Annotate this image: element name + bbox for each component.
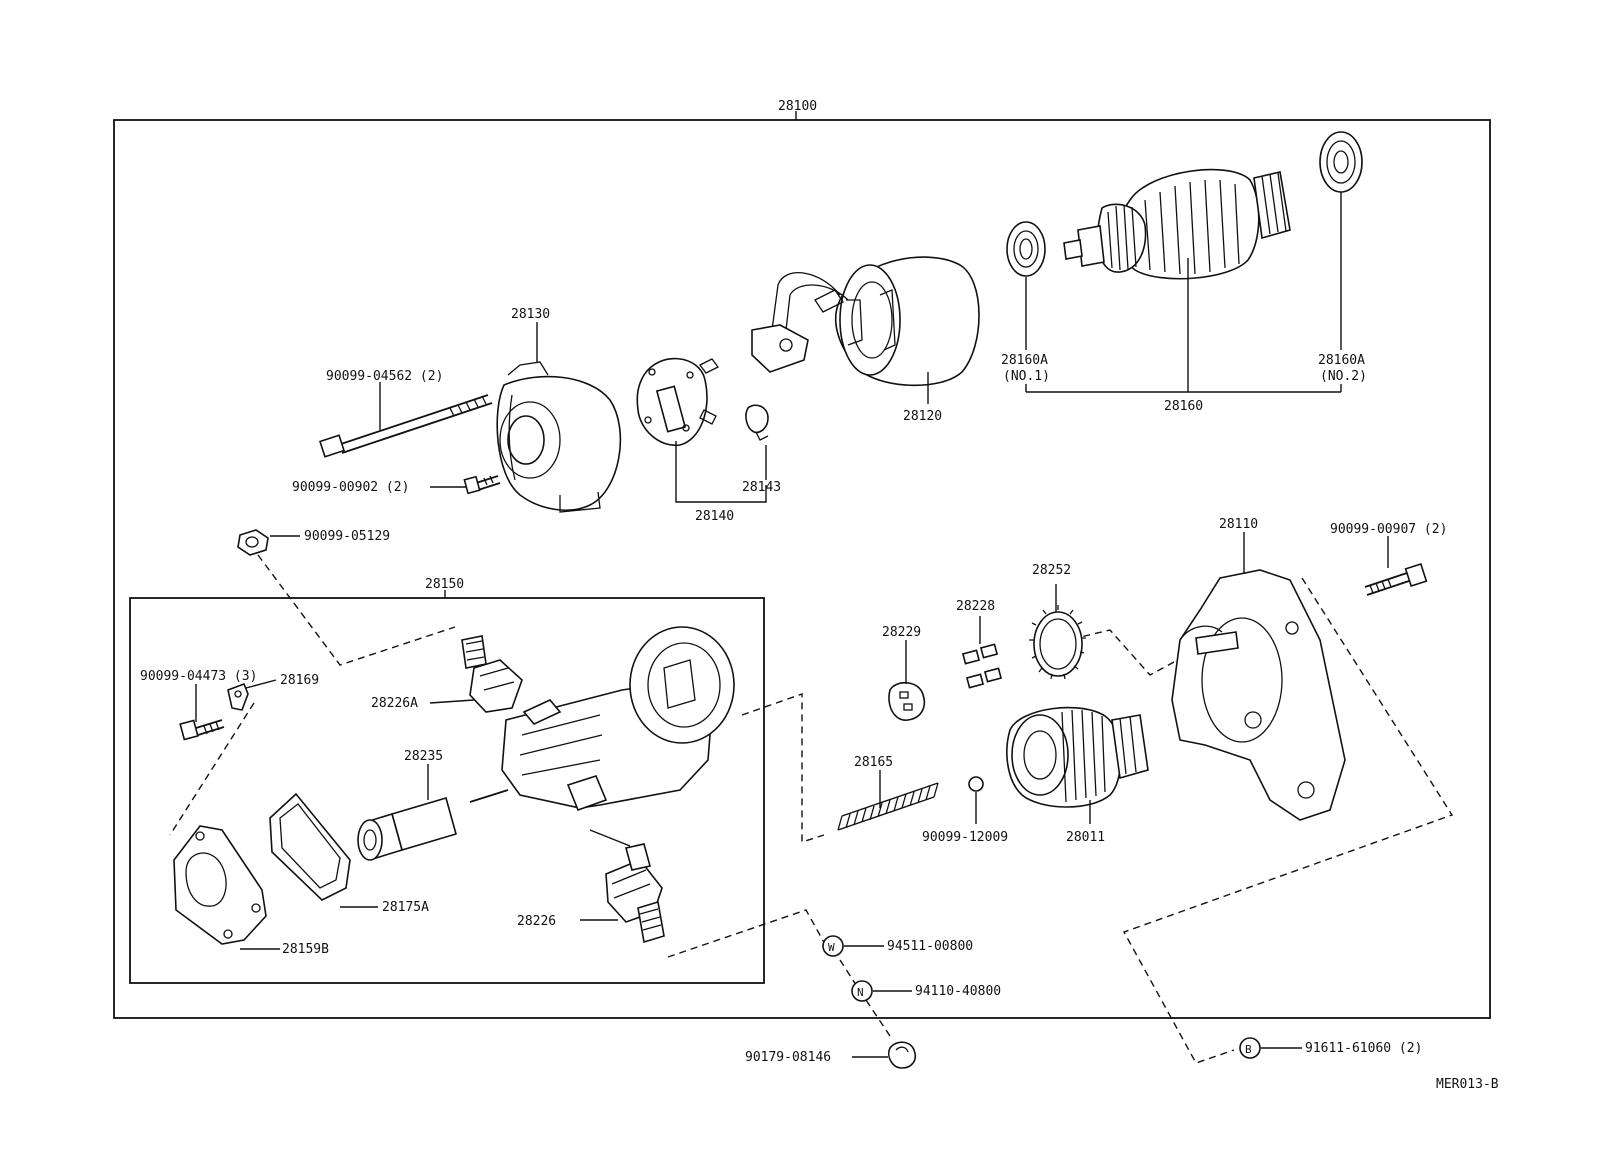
starter-clutch	[1006, 706, 1149, 808]
steel-ball	[968, 776, 984, 792]
label-28228: 28228	[956, 599, 995, 614]
label-28160A-no2-sub: (NO.2)	[1320, 369, 1367, 384]
label-28226A: 28226A	[371, 696, 418, 711]
washer-marker: W	[822, 935, 844, 957]
label-90099-04473: 90099-04473 (3)	[140, 669, 257, 684]
bearing-no1	[1006, 221, 1046, 277]
label-91611-61060: 91611-61060 (2)	[1305, 1041, 1422, 1056]
gasket	[269, 792, 351, 901]
bolt-00907	[1364, 562, 1428, 596]
label-28120: 28120	[903, 409, 942, 424]
label-28160A-no1-sub: (NO.1)	[1003, 369, 1050, 384]
label-28011: 28011	[1066, 830, 1105, 845]
label-28100: 28100	[778, 99, 817, 114]
magnetic-switch-housing	[501, 626, 735, 812]
bolt-marker: B	[1239, 1037, 1261, 1059]
label-90099-00902: 90099-00902 (2)	[292, 480, 409, 495]
label-90099-05129: 90099-05129	[304, 529, 390, 544]
label-28159B: 28159B	[282, 942, 329, 957]
drive-housing	[1171, 569, 1346, 821]
label-28252: 28252	[1032, 563, 1071, 578]
label-28165: 28165	[854, 755, 893, 770]
solenoid-end-cover	[173, 825, 267, 945]
label-28150: 28150	[425, 577, 464, 592]
contact-28226A	[461, 635, 523, 713]
terminal-cap	[887, 1041, 917, 1069]
label-28169: 28169	[280, 673, 319, 688]
contact-28226	[589, 829, 665, 944]
brush-holder	[636, 357, 719, 447]
through-bolt	[319, 394, 493, 458]
label-28160A-no1: 28160A	[1001, 353, 1048, 368]
label-94511-00800: 94511-00800	[887, 939, 973, 954]
terminal-clip	[227, 682, 249, 711]
yoke	[751, 256, 980, 387]
commutator-end-frame	[496, 361, 622, 513]
idler-gear	[1029, 605, 1086, 680]
screw-04473	[179, 719, 225, 741]
label-90099-00907: 90099-00907 (2)	[1330, 522, 1447, 537]
rollers	[961, 643, 1003, 689]
label-28130: 28130	[511, 307, 550, 322]
label-28226: 28226	[517, 914, 556, 929]
assembly-frame	[113, 119, 1491, 1019]
label-28140: 28140	[695, 509, 734, 524]
plunger	[357, 789, 509, 861]
roller-retainer	[888, 681, 926, 721]
compression-spring	[837, 782, 939, 831]
bolt-marker-letter: B	[1245, 1043, 1252, 1056]
screw-00902	[463, 475, 501, 495]
label-28175A: 28175A	[382, 900, 429, 915]
solenoid-subassembly-frame	[129, 597, 765, 984]
label-28143: 28143	[742, 480, 781, 495]
armature	[1063, 168, 1291, 280]
label-90099-12009: 90099-12009	[922, 830, 1008, 845]
bearing-no2	[1319, 131, 1363, 193]
label-28160: 28160	[1164, 399, 1203, 414]
brush-spring	[745, 404, 769, 441]
label-28235: 28235	[404, 749, 443, 764]
label-90179-08146: 90179-08146	[745, 1050, 831, 1065]
diagram-code: MER013-B	[1436, 1077, 1499, 1092]
label-28160A-no2: 28160A	[1318, 353, 1365, 368]
label-94110-40800: 94110-40800	[915, 984, 1001, 999]
nut-05129	[237, 529, 269, 556]
label-28110: 28110	[1219, 517, 1258, 532]
label-90099-04562: 90099-04562 (2)	[326, 369, 443, 384]
label-28229: 28229	[882, 625, 921, 640]
nut-marker-letter: N	[857, 986, 864, 999]
washer-marker-letter: W	[828, 941, 835, 954]
nut-marker: N	[851, 980, 873, 1002]
